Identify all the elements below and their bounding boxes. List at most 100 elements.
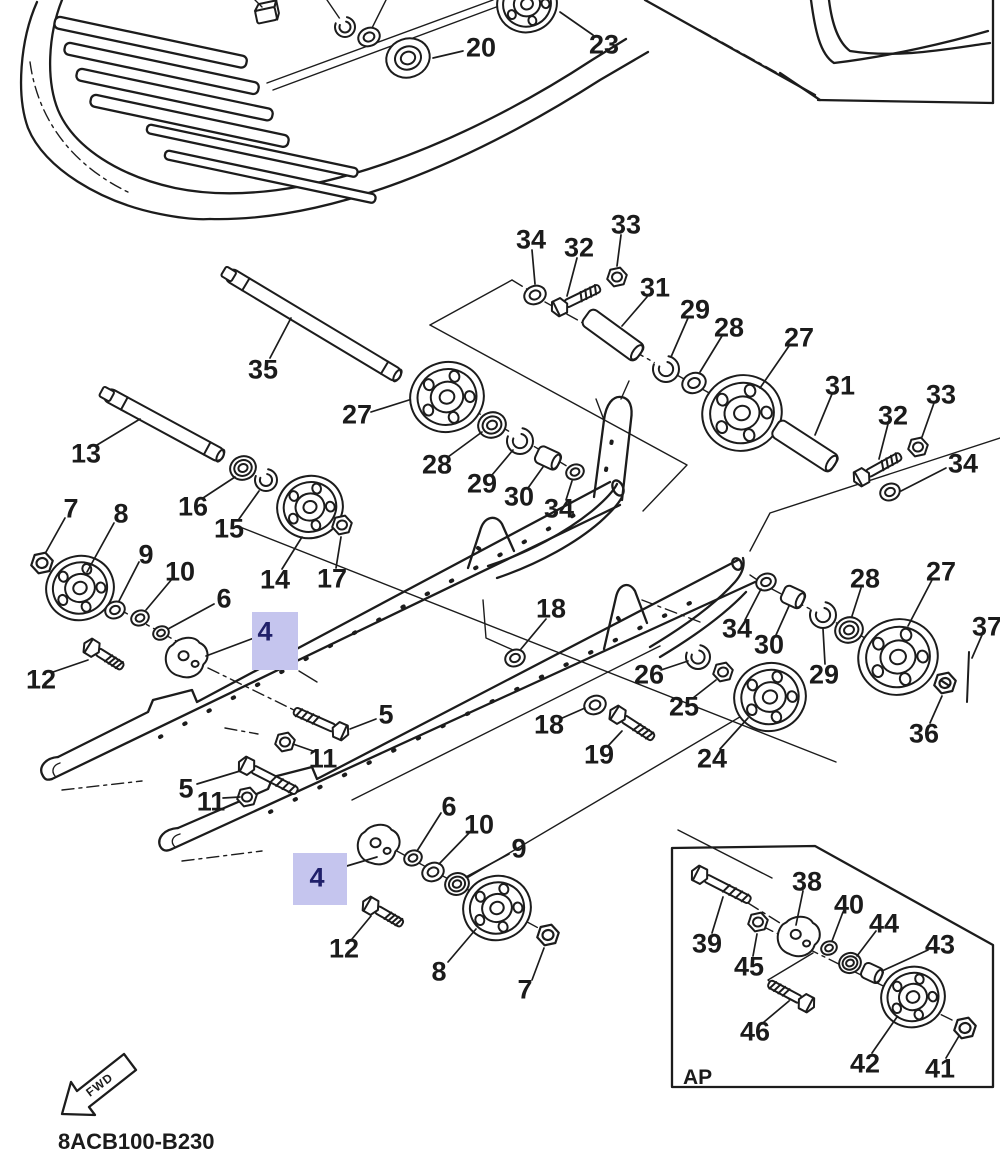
part-nut <box>331 514 353 536</box>
callout-label: 25 <box>669 692 699 722</box>
part-bushing <box>533 445 563 471</box>
part-ring <box>130 609 150 627</box>
leader-line <box>907 579 933 627</box>
leader-line <box>670 317 689 358</box>
callout-label-highlighted[interactable]: 4 <box>309 863 324 893</box>
pivot-bracket <box>592 395 633 502</box>
callout-label: 43 <box>925 930 955 960</box>
leader-line <box>491 449 514 476</box>
leader-line <box>222 796 241 799</box>
leader-line <box>145 578 173 611</box>
callout-label: 27 <box>926 557 956 587</box>
part-donut <box>385 37 431 79</box>
leader-line <box>566 257 578 297</box>
callout-label: 29 <box>809 660 839 690</box>
slide-rail-bar <box>145 123 359 178</box>
leader-line <box>531 947 545 981</box>
track-grouser-bar <box>53 15 248 69</box>
leader-line <box>699 335 723 373</box>
leader-line <box>281 536 303 570</box>
rail-bracket <box>466 516 516 570</box>
part-cclip <box>652 355 680 383</box>
callout-label: 12 <box>26 665 56 695</box>
part-bushing <box>860 961 884 985</box>
leader-line <box>559 707 586 720</box>
callout-label: 5 <box>378 700 393 730</box>
track-grouser-bar <box>75 67 274 122</box>
leader-line <box>921 402 935 438</box>
front-axle-lines <box>254 0 500 91</box>
leader-line <box>616 234 622 267</box>
callout-label-highlighted[interactable]: 4 <box>257 617 272 647</box>
callout-label: 38 <box>792 867 822 897</box>
part-ring <box>583 694 607 716</box>
callout-label: 34 <box>948 449 978 479</box>
track-belt-rear <box>643 0 995 105</box>
leader-line <box>465 853 510 878</box>
rail-bracket <box>602 583 649 651</box>
leader-line <box>269 317 292 359</box>
leader-line <box>971 634 983 659</box>
leader-line <box>711 896 724 934</box>
callout-label: 46 <box>740 1017 770 1047</box>
leader-line <box>900 467 947 492</box>
callout-label: 19 <box>584 740 614 770</box>
leader-line <box>945 1035 960 1059</box>
leader-line <box>196 770 241 785</box>
leader-line <box>763 1000 790 1023</box>
part-cclip <box>809 601 837 629</box>
leader-line <box>349 718 377 730</box>
diagram-line-art <box>19 0 1000 1117</box>
part-cclip <box>334 15 356 38</box>
part-wheel <box>701 374 783 452</box>
callout-label: 7 <box>63 494 78 524</box>
callout-label: 23 <box>589 30 619 60</box>
part-ring <box>755 572 777 592</box>
part-bracket <box>776 915 821 958</box>
inset-label: AP <box>683 1066 712 1089</box>
callout-label: 29 <box>680 295 710 325</box>
leader-line <box>814 393 833 436</box>
callout-label: 10 <box>165 557 195 587</box>
callout-label: 40 <box>834 890 864 920</box>
leader-line <box>45 517 66 553</box>
part-bolt <box>292 706 350 742</box>
part-ring <box>565 463 585 481</box>
callout-label: 35 <box>248 355 278 385</box>
leader-line <box>660 660 689 671</box>
leader-line <box>744 588 762 621</box>
part-ring <box>104 600 126 620</box>
highlight-box[interactable] <box>252 612 298 670</box>
part-ring <box>152 625 170 641</box>
part-bearing <box>477 411 507 439</box>
callout-label: 29 <box>467 469 497 499</box>
part-wheel <box>276 474 344 540</box>
callout-label: 30 <box>504 482 534 512</box>
part-wheel <box>496 0 558 34</box>
callout-label: 15 <box>214 514 244 544</box>
part-bolt <box>852 452 903 488</box>
part-nut <box>236 786 258 808</box>
leader-line <box>527 466 544 489</box>
callout-label: 33 <box>926 380 956 410</box>
leader-line <box>292 743 314 752</box>
slide-rail-right <box>158 556 757 862</box>
part-wheel <box>733 661 807 733</box>
leader-line <box>96 418 141 446</box>
leader-line <box>351 915 372 940</box>
part-bearing <box>838 951 862 975</box>
callout-label: 14 <box>260 565 290 595</box>
part-cap <box>933 671 957 695</box>
callout-label: 32 <box>564 233 594 263</box>
callout-label: 30 <box>754 630 784 660</box>
highlight-box[interactable] <box>293 853 347 905</box>
leader-line <box>202 476 236 499</box>
suspension-arm <box>486 482 619 568</box>
callout-label: 37 <box>972 612 1000 642</box>
leader-line <box>438 830 472 865</box>
part-nut <box>747 911 769 933</box>
leader-line <box>370 399 410 413</box>
part-bolt <box>361 895 405 928</box>
fwd-arrow <box>60 1052 138 1117</box>
